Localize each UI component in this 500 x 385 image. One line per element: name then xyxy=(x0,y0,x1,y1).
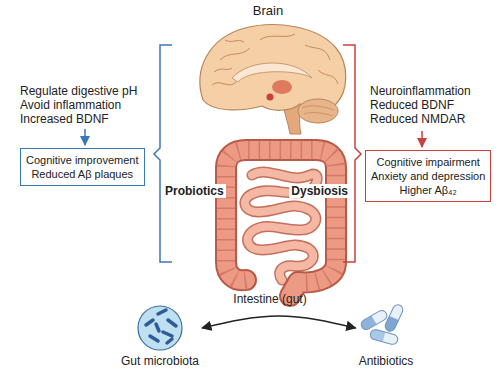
organ-label: Brain xyxy=(253,4,283,18)
outcome-text: Higher Aβ₄₂ xyxy=(371,183,485,197)
capsule xyxy=(359,309,388,332)
brain-illustration xyxy=(200,25,346,134)
cerebrum xyxy=(200,25,346,111)
outcome-text: Anxiety and depression xyxy=(371,169,485,183)
outcome-text: Reduced Aβ plaques xyxy=(26,167,139,181)
probiotics-bracket xyxy=(154,45,172,262)
large-intestine-outline xyxy=(226,150,336,296)
capsule xyxy=(384,303,405,333)
bracket-label: Dysbiosis xyxy=(289,184,350,198)
effect-text: Regulate digestive pH xyxy=(20,84,137,98)
effect-arrow xyxy=(84,129,86,145)
intestine-illustration xyxy=(226,150,336,296)
bracket-label: Probiotics xyxy=(163,184,226,198)
organ-label: Intestine (gut) xyxy=(233,292,306,306)
antibiotics-icon xyxy=(359,303,404,345)
large-intestine-haustra xyxy=(226,150,336,282)
microbiota-icon xyxy=(138,306,182,350)
antibiotics-node: Antibiotics xyxy=(358,304,415,368)
icon-label: Antibiotics xyxy=(359,354,414,368)
microbiota-disc xyxy=(138,306,182,350)
large-intestine xyxy=(226,150,336,296)
outcome-text: Cognitive improvement xyxy=(26,153,139,167)
corpus-callosum xyxy=(232,63,312,82)
double-arrow xyxy=(202,316,356,328)
effect-text: Reduced NMDAR xyxy=(370,112,465,126)
hypothalamus xyxy=(267,94,274,101)
cerebellum-fold xyxy=(302,106,334,116)
microbiota-node: Gut microbiota xyxy=(120,304,200,368)
dysbiosis-bracket xyxy=(343,45,361,262)
effect-text: Avoid inflammation xyxy=(20,98,121,112)
effect-text: Increased BDNF xyxy=(20,112,109,126)
outcome-box: Cognitive impairmentAnxiety and depressi… xyxy=(365,150,491,202)
effect-arrow xyxy=(421,131,423,147)
effect-text: Reduced BDNF xyxy=(370,98,454,112)
capsule xyxy=(369,329,399,346)
thalamus xyxy=(272,80,292,94)
bacteria-rods xyxy=(146,310,176,343)
cerebellum xyxy=(298,99,338,123)
brain-gyri xyxy=(212,34,338,85)
effect-text: Neuroinflammation xyxy=(370,84,471,98)
icon-label: Gut microbiota xyxy=(121,354,199,368)
outcome-text: Cognitive impairment xyxy=(371,155,485,169)
outcome-box: Cognitive improvementReduced Aβ plaques xyxy=(20,148,145,186)
